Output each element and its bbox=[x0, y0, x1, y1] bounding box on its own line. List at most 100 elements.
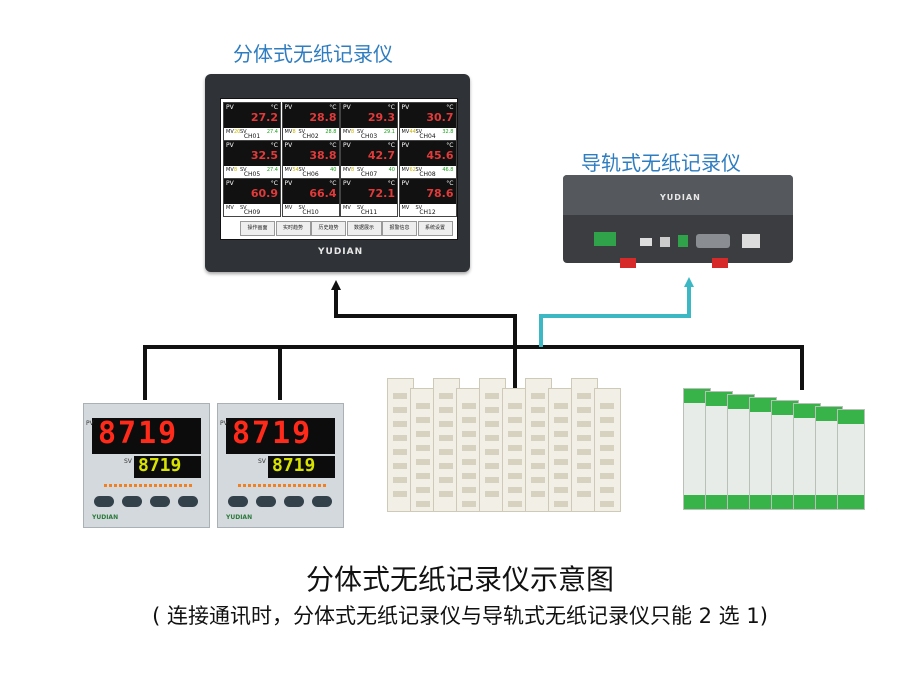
terminal-slot bbox=[531, 393, 545, 399]
terminal-module bbox=[479, 378, 506, 512]
key-button[interactable] bbox=[228, 496, 248, 507]
unit-label: °C bbox=[329, 180, 337, 187]
sv-reading: 8719 bbox=[138, 455, 182, 476]
sv-value: 32.8 bbox=[442, 129, 454, 135]
mv-label: MV bbox=[401, 167, 410, 173]
terminal-slot bbox=[508, 445, 522, 451]
terminal-slot bbox=[577, 407, 591, 413]
terminal-slot bbox=[393, 393, 407, 399]
unit-label: °C bbox=[387, 180, 395, 187]
link-to-panel bbox=[331, 280, 517, 347]
terminal-slot bbox=[531, 477, 545, 483]
pv-label: PV bbox=[284, 180, 293, 187]
terminal-slot bbox=[554, 473, 568, 479]
mv-value: 62 bbox=[409, 167, 416, 173]
unit-label: °C bbox=[270, 142, 278, 149]
terminal-slot bbox=[439, 477, 453, 483]
channel-name: CH07 bbox=[360, 171, 378, 178]
terminal-slot bbox=[554, 431, 568, 437]
pv-reading: 8719 bbox=[98, 416, 179, 451]
link-to-rail bbox=[539, 277, 694, 347]
pv-label: PV bbox=[401, 142, 410, 149]
screen-button[interactable]: 系统设置 bbox=[417, 221, 453, 236]
terminal-slot bbox=[508, 487, 522, 493]
terminal-slot bbox=[439, 449, 453, 455]
screen-button[interactable]: 数据展示 bbox=[346, 221, 382, 236]
din-module-bottom bbox=[816, 495, 842, 509]
din-module-bottom bbox=[684, 495, 710, 509]
din-module bbox=[837, 409, 865, 510]
din-module-bottom bbox=[706, 495, 732, 509]
terminal-slot bbox=[439, 421, 453, 427]
panel-brand-logo: YUDIAN bbox=[318, 247, 364, 257]
rail-brand-logo: YUDIAN bbox=[660, 193, 701, 202]
key-button[interactable] bbox=[284, 496, 304, 507]
screen-button[interactable]: 报警信息 bbox=[382, 221, 417, 236]
terminal-slot bbox=[393, 477, 407, 483]
terminal-slot bbox=[416, 459, 430, 465]
key-button[interactable] bbox=[122, 496, 142, 507]
sv-label: SV bbox=[298, 167, 306, 173]
key-button[interactable] bbox=[94, 496, 114, 507]
terminal-slot bbox=[577, 421, 591, 427]
rail-recorder-label: 导轨式无纸记录仪 bbox=[581, 151, 741, 175]
channel-name: CH05 bbox=[243, 171, 261, 178]
key-button[interactable] bbox=[312, 496, 332, 507]
channel-name: CH04 bbox=[419, 133, 436, 140]
terminal-slot bbox=[508, 501, 522, 507]
screen-button[interactable]: 操作画面 bbox=[240, 221, 275, 236]
mv-value: 54 bbox=[292, 167, 299, 173]
terminal-module bbox=[594, 388, 621, 512]
terminal-slot bbox=[462, 445, 476, 451]
usb-b-port-icon bbox=[660, 237, 670, 247]
terminal-slot bbox=[439, 463, 453, 469]
terminal-slot bbox=[462, 487, 476, 493]
channel-name: CH01 bbox=[243, 133, 261, 140]
key-button[interactable] bbox=[150, 496, 170, 507]
unit-label: °C bbox=[446, 104, 454, 111]
channel-header bbox=[341, 141, 397, 166]
mv-label: MV bbox=[343, 167, 351, 173]
mv-label: MV bbox=[284, 205, 293, 211]
terminal-slot bbox=[485, 435, 499, 441]
channel-header bbox=[282, 179, 339, 204]
screen-button[interactable]: 实时趋势 bbox=[275, 221, 311, 236]
sv-reading: 8719 bbox=[272, 455, 316, 476]
sv-label: SV bbox=[240, 167, 247, 173]
terminal-slot bbox=[554, 487, 568, 493]
unit-label: °C bbox=[446, 180, 454, 187]
rail-terminal-mid bbox=[678, 235, 688, 247]
sv-value: 27.4 bbox=[266, 129, 278, 135]
din-module-bottom bbox=[838, 495, 864, 509]
screen-button-row: 操作画面实时趋势历史趋势数据展示报警信息系统设置 bbox=[240, 221, 455, 236]
terminal-slot bbox=[462, 403, 476, 409]
mv-label: MV bbox=[226, 167, 234, 173]
terminal-slot bbox=[462, 417, 476, 423]
sv-label: SV bbox=[357, 205, 364, 211]
channel-name: CH12 bbox=[419, 209, 436, 216]
key-button[interactable] bbox=[178, 496, 198, 507]
serial-port-icon bbox=[696, 234, 730, 248]
terminal-slot bbox=[600, 417, 614, 423]
sv-label: SV bbox=[415, 167, 423, 173]
terminal-modules bbox=[387, 378, 639, 520]
mv-value: 44 bbox=[409, 129, 416, 135]
channel-header bbox=[399, 103, 456, 128]
key-button[interactable] bbox=[256, 496, 276, 507]
screen-button[interactable]: 历史趋势 bbox=[311, 221, 346, 236]
diagram-title: 分体式无纸记录仪示意图 bbox=[305, 563, 614, 596]
din-module-top bbox=[816, 407, 842, 421]
pv-value: 28.8 bbox=[309, 111, 337, 124]
terminal-slot bbox=[485, 407, 499, 413]
pv-value: 66.4 bbox=[309, 187, 337, 200]
sv-value: 27.4 bbox=[266, 167, 278, 173]
terminal-slot bbox=[554, 501, 568, 507]
unit-label: °C bbox=[387, 142, 395, 149]
pv-label: PV bbox=[226, 104, 234, 111]
sv-label: SV bbox=[415, 205, 423, 211]
terminal-slot bbox=[393, 421, 407, 427]
terminal-slot bbox=[508, 431, 522, 437]
